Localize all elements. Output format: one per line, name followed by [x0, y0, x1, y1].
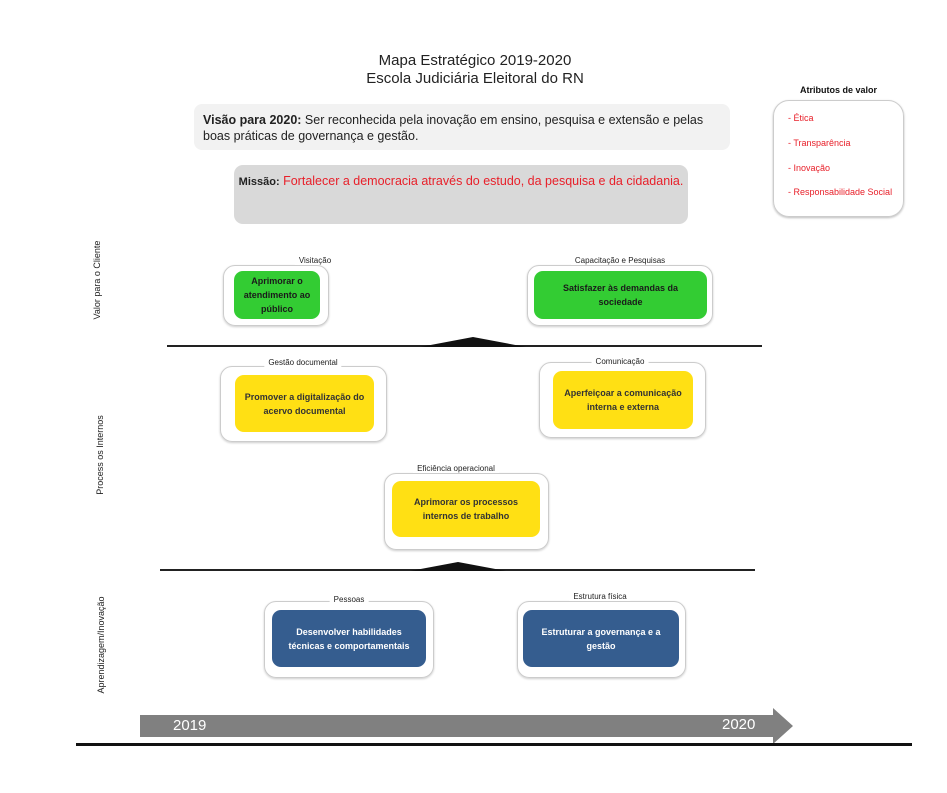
- attributes-box: - Ética - Transparência - Inovação - Res…: [773, 100, 904, 217]
- title-line-1: Mapa Estratégico 2019-2020: [378, 52, 572, 69]
- objective-box: Aprimorar os processos internos de traba…: [392, 481, 540, 537]
- attribute-item: - Inovação: [788, 163, 831, 173]
- attribute-item: - Responsabilidade Social: [788, 187, 893, 197]
- attributes-title: Atributos de valor: [799, 85, 877, 95]
- objective-box: Promover a digitalização do acervo docum…: [235, 375, 374, 432]
- objective-label: Pessoas: [329, 595, 369, 604]
- title-line-2: Escola Judiciária Eleitoral do RN: [366, 70, 584, 87]
- objective-frame: [223, 265, 329, 326]
- objective-label: Comunicação: [591, 357, 649, 366]
- divider-peak: [420, 337, 526, 347]
- objective-label: Capacitação e Pesquisas: [570, 256, 670, 265]
- divider-peak: [410, 562, 506, 571]
- objective-box: Satisfazer às demandas da sociedade: [534, 271, 707, 319]
- objective-box: Aperfeiçoar a comunicação interna e exte…: [553, 371, 693, 429]
- objective-label: Gestão documental: [264, 358, 342, 367]
- timeline-start: 2019: [173, 717, 207, 734]
- objective-label: Estrutura física: [569, 592, 631, 601]
- attribute-item: - Ética: [788, 113, 814, 123]
- objective-frame: [517, 601, 686, 678]
- objective-frame: [527, 265, 713, 326]
- timeline-arrow: [140, 708, 793, 744]
- vision-text: Ser reconhecida pela inovação em ensino,…: [203, 113, 704, 143]
- attribute-item: - Transparência: [788, 138, 851, 148]
- perspective-learning: Aprendizagem/Inovação: [96, 596, 106, 694]
- objective-frame: [384, 473, 549, 550]
- perspective-client: Valor para o Cliente: [92, 240, 102, 320]
- timeline-end: 2020: [722, 716, 756, 733]
- objective-label: Eficiência operacional: [413, 464, 499, 473]
- mission-text: Fortalecer a democracia através do estud…: [279, 174, 684, 188]
- mission-label: Missão:: [238, 176, 280, 188]
- baseline: [76, 743, 912, 746]
- objective-box: Estruturar a governança e a gestão: [523, 610, 679, 667]
- objective-label: Visitação: [294, 256, 336, 265]
- mission-box: Missão: Fortalecer a democracia através …: [234, 165, 688, 224]
- perspective-processes: Process os Internos: [95, 415, 105, 495]
- vision-label: Visão para 2020:: [203, 113, 302, 127]
- objective-box: Aprimorar o atendimento ao público: [234, 271, 320, 319]
- objective-box: Desenvolver habilidades técnicas e compo…: [272, 610, 426, 667]
- map-title: Mapa Estratégico 2019-2020 Escola Judici…: [250, 52, 700, 88]
- vision-box: Visão para 2020: Ser reconhecida pela in…: [194, 104, 730, 150]
